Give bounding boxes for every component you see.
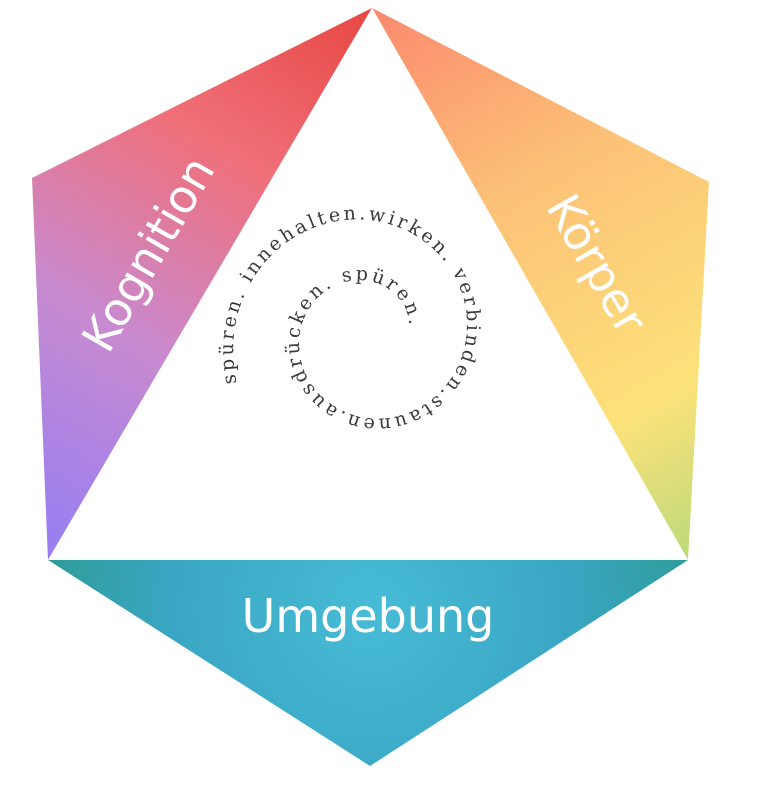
- environment-label: Umgebung: [242, 589, 495, 643]
- body-segment: [372, 8, 709, 560]
- center-triangle: [48, 8, 688, 560]
- environment-segment: [48, 560, 688, 766]
- cognition-segment: [32, 8, 372, 560]
